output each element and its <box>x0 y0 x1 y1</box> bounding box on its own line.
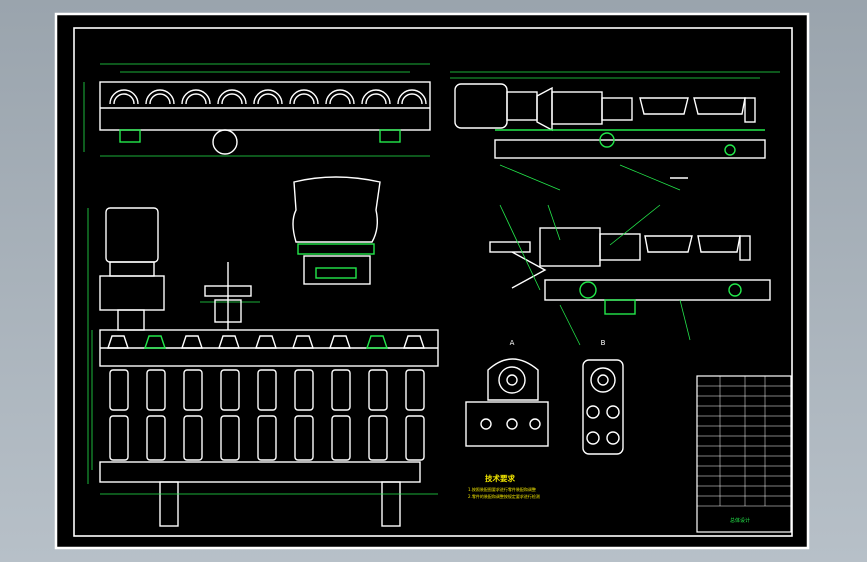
roller-arc-inner <box>329 93 351 105</box>
roller-arc-inner <box>149 93 171 105</box>
column-lower <box>109 415 129 461</box>
roller-arc <box>361 89 391 105</box>
column-lower <box>146 415 166 461</box>
roller-arc <box>217 89 247 105</box>
frame-bearing <box>218 335 240 349</box>
view-label-a: A <box>510 339 515 347</box>
column-lower <box>220 415 240 461</box>
frame-bearing <box>292 335 314 349</box>
tech-req-title: 技术要求 <box>485 473 515 483</box>
column-lower <box>257 415 277 461</box>
main-dimension-lines <box>87 208 438 495</box>
drawing-sheet <box>54 12 810 550</box>
roller-arc <box>109 89 139 105</box>
roller-arc <box>181 89 211 105</box>
main-columns <box>109 369 425 461</box>
roller-arc <box>253 89 283 105</box>
column-upper <box>331 369 351 411</box>
roller-arc-inner <box>257 93 279 105</box>
roller-arc <box>325 89 355 105</box>
column-lower <box>331 415 351 461</box>
roller-arc-inner <box>365 93 387 105</box>
title-block-name: 总体设计 <box>730 517 750 524</box>
frame-bearing <box>329 335 351 349</box>
roller-arc-inner <box>113 93 135 105</box>
column-lower <box>368 415 388 461</box>
right-leader-lines <box>499 204 691 346</box>
section-view-b <box>582 359 624 455</box>
right-mid-view <box>489 227 771 315</box>
column-upper <box>146 369 166 411</box>
column-upper <box>109 369 129 411</box>
mid-detail-view <box>292 176 381 285</box>
column-upper <box>405 369 425 411</box>
tech-req-line-1: 1.按照装配图要求进行零件装配和调整 <box>468 486 536 492</box>
tech-req-line-2: 2.零件的装配和调整按规定要求进行检测 <box>468 493 540 499</box>
drawing-border <box>73 27 793 537</box>
column-lower <box>405 415 425 461</box>
roller-arc <box>145 89 175 105</box>
main-frame <box>99 329 439 527</box>
frame-bearing <box>144 335 166 349</box>
title-block: 总体设计 <box>696 375 792 533</box>
roller-arc-inner <box>293 93 315 105</box>
roller-arc-inner <box>185 93 207 105</box>
column-upper <box>294 369 314 411</box>
right-dimension-lines <box>450 71 780 191</box>
top-roller-view <box>99 81 431 155</box>
frame-bearing <box>107 335 129 349</box>
roller-arc <box>397 89 427 105</box>
column-upper <box>368 369 388 411</box>
section-view-a <box>465 358 549 447</box>
frame-bearing <box>366 335 388 349</box>
column-lower <box>183 415 203 461</box>
column-lower <box>294 415 314 461</box>
roller-arc-inner <box>221 93 243 105</box>
mid-spindle <box>204 262 252 330</box>
roller-arc-inner <box>401 93 423 105</box>
top-dimension-lines <box>83 63 430 157</box>
top-right-view <box>454 83 766 179</box>
frame-bearing <box>403 335 425 349</box>
frame-bearing <box>181 335 203 349</box>
column-upper <box>183 369 203 411</box>
column-upper <box>257 369 277 411</box>
roller-arc <box>289 89 319 105</box>
view-label-b: B <box>601 339 606 347</box>
column-upper <box>220 369 240 411</box>
frame-bearing <box>255 335 277 349</box>
